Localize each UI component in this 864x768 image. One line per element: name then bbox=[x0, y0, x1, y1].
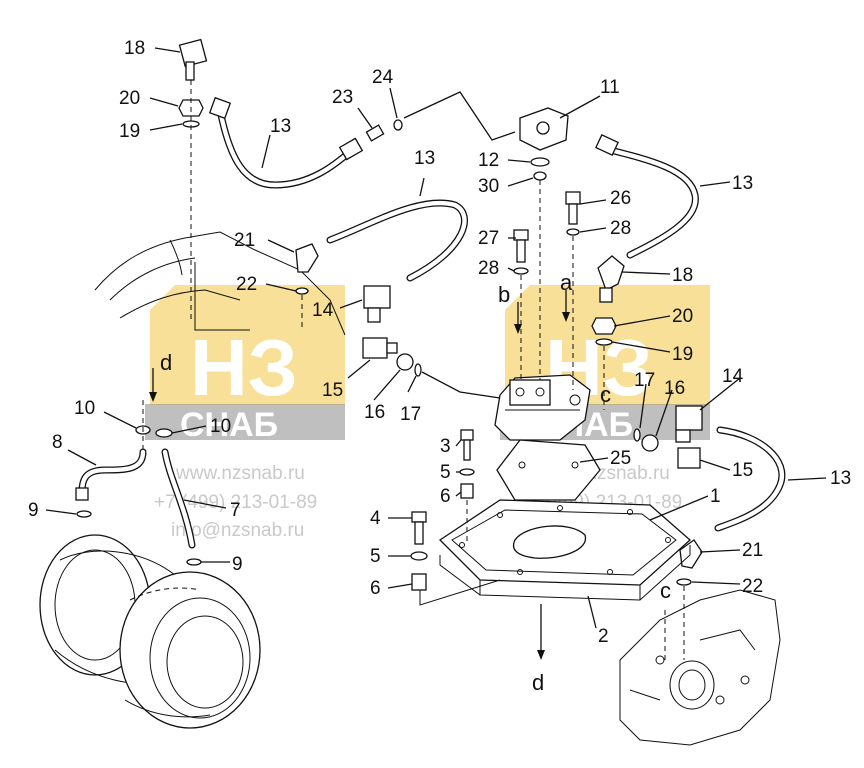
fittings bbox=[75, 38, 703, 591]
callout-20: 20 bbox=[119, 88, 140, 109]
callout-14: 14 bbox=[722, 366, 744, 387]
section-letters: d a b c c d bbox=[160, 270, 671, 695]
callout-5: 5 bbox=[370, 546, 381, 567]
section-letter-d: d bbox=[160, 350, 172, 375]
callout-16: 16 bbox=[664, 378, 685, 399]
callout-17: 17 bbox=[400, 404, 421, 425]
watermark-logo-word: СНАБ bbox=[180, 406, 278, 444]
control-valve-assembly bbox=[494, 374, 591, 441]
watermark-website: www.nzsnab.ru bbox=[175, 463, 305, 484]
callout-20: 20 bbox=[672, 306, 693, 327]
callout-22: 22 bbox=[236, 274, 257, 295]
callout-6: 6 bbox=[370, 578, 381, 599]
callout-23: 23 bbox=[332, 87, 353, 108]
gasket-2 bbox=[439, 545, 691, 601]
callout-9: 9 bbox=[232, 554, 243, 575]
callout-1: 1 bbox=[710, 486, 721, 507]
callout-7: 7 bbox=[230, 500, 241, 521]
callout-18: 18 bbox=[124, 38, 145, 59]
callout-27: 27 bbox=[478, 228, 499, 249]
callout-15: 15 bbox=[322, 380, 343, 401]
callout-labels: 18 20 19 13 23 24 11 12 30 13 13 26 28 2… bbox=[28, 38, 851, 647]
transmission-housing-outline bbox=[94, 231, 346, 336]
callout-21: 21 bbox=[234, 230, 255, 251]
callout-15: 15 bbox=[732, 460, 753, 481]
callout-25: 25 bbox=[610, 448, 631, 469]
callout-10: 10 bbox=[74, 398, 95, 419]
callout-18: 18 bbox=[672, 265, 693, 286]
callout-28: 28 bbox=[610, 218, 631, 239]
callout-11: 11 bbox=[600, 77, 620, 98]
callout-3: 3 bbox=[440, 436, 451, 457]
assembly-lines bbox=[142, 80, 685, 660]
callout-10: 10 bbox=[210, 416, 231, 437]
callout-5: 5 bbox=[440, 462, 451, 483]
callout-9: 9 bbox=[28, 500, 39, 521]
callout-16: 16 bbox=[364, 402, 385, 423]
callout-13: 13 bbox=[270, 116, 291, 137]
watermark-logo-letters: НЗ bbox=[190, 323, 298, 412]
callout-6: 6 bbox=[440, 486, 451, 507]
torque-converter-outline bbox=[39, 534, 261, 729]
callout-13: 13 bbox=[830, 468, 851, 489]
watermark-left: НЗ СНАБ www.nzsnab.ru +7 (499) 213-01-89… bbox=[145, 285, 345, 541]
callout-13: 13 bbox=[414, 148, 435, 169]
section-letter-c: c bbox=[600, 382, 611, 407]
callout-2: 2 bbox=[598, 626, 609, 647]
callout-30: 30 bbox=[478, 176, 499, 197]
section-letter-a: a bbox=[560, 270, 573, 295]
callout-8: 8 bbox=[52, 432, 63, 453]
callout-24: 24 bbox=[372, 67, 394, 88]
valve-body-housing-outline bbox=[619, 589, 781, 746]
callout-21: 21 bbox=[742, 540, 763, 561]
direction-arrows bbox=[149, 290, 570, 660]
callout-26: 26 bbox=[610, 188, 631, 209]
callout-14: 14 bbox=[312, 300, 334, 321]
gasket-25 bbox=[496, 439, 601, 501]
section-letter-b: b bbox=[498, 282, 510, 307]
callout-17: 17 bbox=[634, 370, 655, 391]
callout-19: 19 bbox=[119, 121, 140, 142]
cover-plate-1 bbox=[438, 499, 691, 586]
section-letter-d: d bbox=[532, 670, 544, 695]
hoses bbox=[78, 106, 786, 549]
callout-19: 19 bbox=[672, 344, 693, 365]
section-letter-c: c bbox=[660, 578, 671, 603]
watermark-email: info@nzsnab.ru bbox=[171, 520, 304, 541]
watermark-phone: +7 (499) 213-01-89 bbox=[154, 492, 317, 513]
leader-lines bbox=[45, 47, 827, 629]
callout-12: 12 bbox=[478, 150, 499, 171]
callout-22: 22 bbox=[742, 576, 763, 597]
callout-4: 4 bbox=[370, 508, 381, 529]
callout-13: 13 bbox=[732, 173, 753, 194]
callout-28: 28 bbox=[478, 258, 499, 279]
